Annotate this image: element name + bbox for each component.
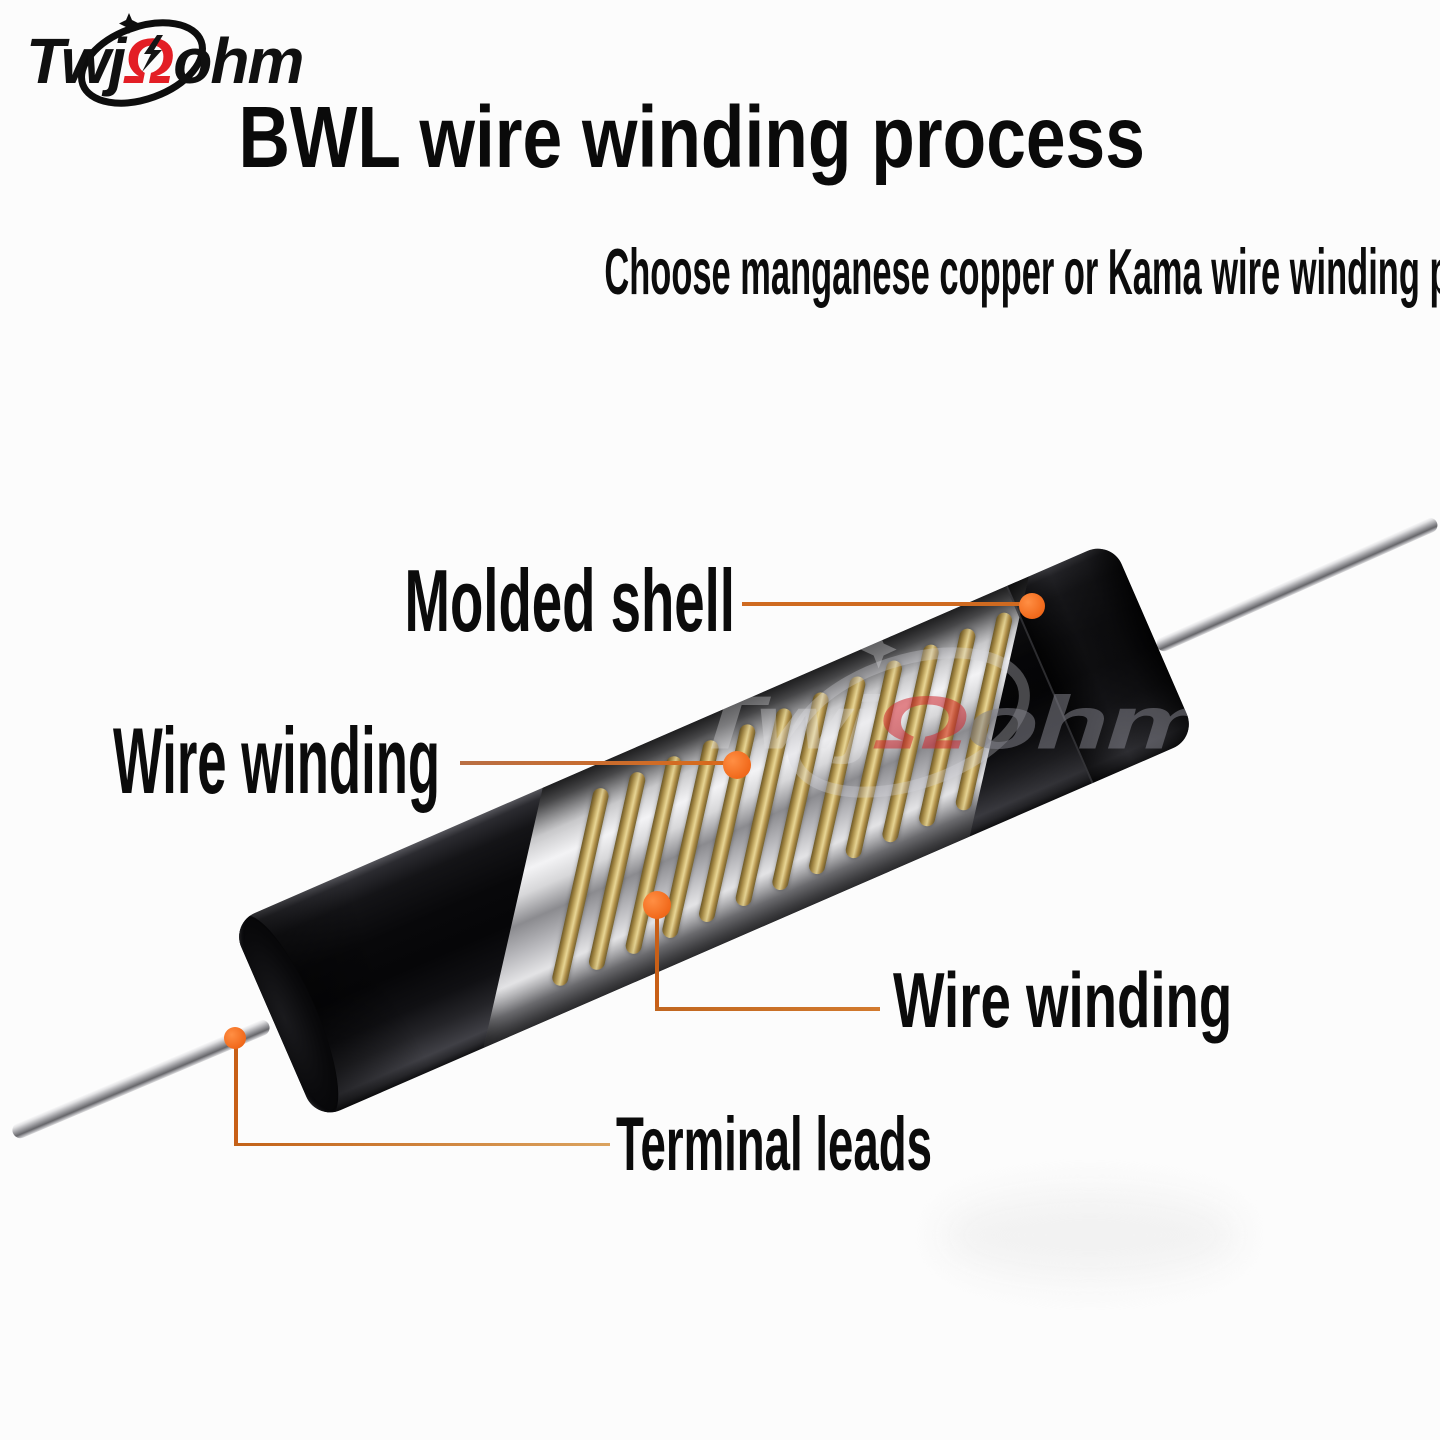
watermark-part-1: Twj	[689, 680, 876, 765]
wire-winding-bottom-dot	[643, 891, 671, 919]
wire-winding-top-connector-line	[460, 761, 732, 765]
background-blob	[940, 1190, 1240, 1280]
page-title: BWL wire winding process	[238, 89, 1146, 186]
terminal-leads-connector-hline	[234, 1143, 610, 1146]
wire-winding-top-dot	[723, 751, 751, 779]
terminal-leads-label: Terminal leads	[616, 1102, 932, 1187]
resistor-body: TwjΩohm	[230, 540, 1198, 1121]
watermark-swoosh-icon	[787, 630, 1030, 798]
logo-omega: Ω	[124, 25, 174, 97]
terminal-lead-right	[1154, 515, 1440, 654]
wire-winding-bottom-label: Wire winding	[893, 956, 1233, 1044]
page-subtitle: Choose manganese copper or Kama wire win…	[604, 235, 1440, 308]
watermark-logo: TwjΩohm	[664, 602, 1197, 842]
sparkle-icon	[119, 13, 139, 34]
logo-part-2: ohm	[173, 25, 304, 97]
logo-text: TwjΩohm	[26, 22, 336, 100]
watermark-part-2: ohm	[965, 680, 1198, 765]
watermark-sparkle-icon	[860, 630, 897, 669]
wire-winding-bottom-connector-hline	[655, 1007, 880, 1011]
molded-shell-dot	[1019, 593, 1045, 619]
logo-swoosh-icon	[78, 13, 206, 107]
wire-winding-top-label: Wire winding	[112, 708, 440, 813]
watermark-omega: Ω	[875, 680, 966, 765]
logo-part-1: Twj	[26, 25, 126, 97]
wire-winding-bottom-connector-vline	[655, 903, 659, 1011]
molded-shell-label: Molded shell	[404, 551, 735, 650]
terminal-leads-dot	[224, 1027, 246, 1049]
terminal-leads-connector-vline	[234, 1038, 238, 1145]
molded-shell-connector-line	[742, 602, 1025, 606]
